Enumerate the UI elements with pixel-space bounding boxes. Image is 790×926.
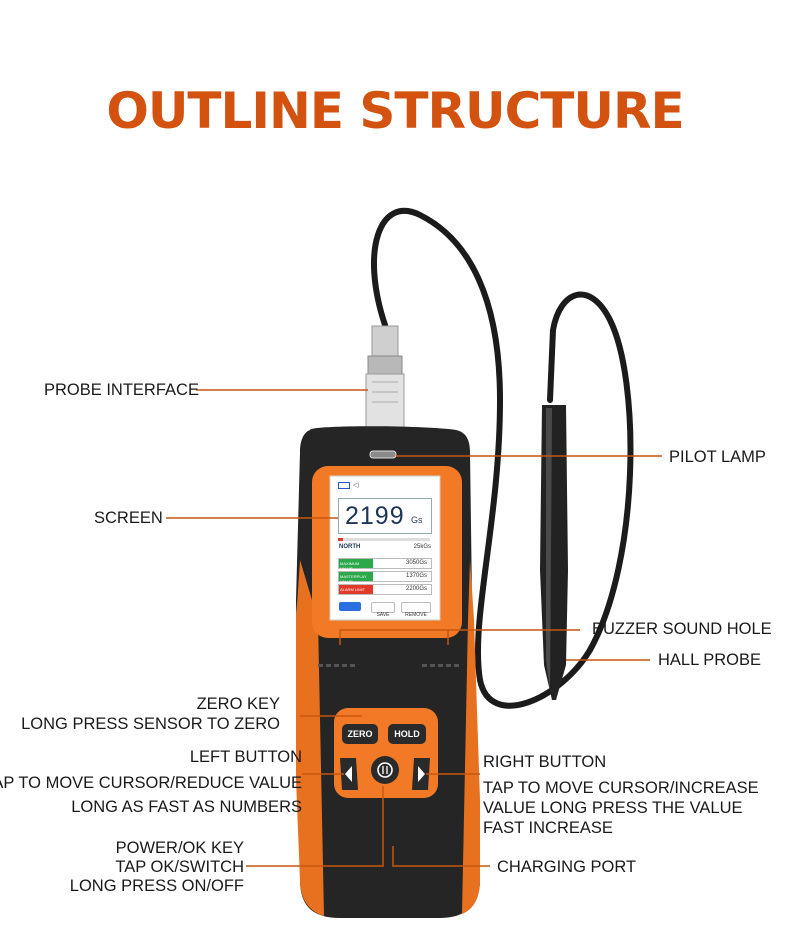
progress-bar: [338, 538, 430, 541]
screen-row: MAXIMUM VALUE 3050Gs: [338, 558, 432, 571]
label-charging-port: CHARGING PORT: [497, 858, 637, 876]
label-left-desc-1: TAP TO MOVE CURSOR/REDUCE VALUE: [0, 774, 302, 792]
hold-key: [388, 724, 426, 744]
probe-cable: [371, 207, 634, 709]
buzzer-sound-hole: [318, 664, 459, 667]
zero-key: [342, 724, 378, 744]
label-hall-probe: HALL PROBE: [658, 651, 762, 669]
reading-unit: Gs: [411, 515, 423, 525]
label-right-desc-2: VALUE LONG PRESS THE VALUE: [483, 799, 743, 817]
remove-softkey[interactable]: REMOVE: [401, 602, 431, 618]
power-icon: [371, 756, 399, 784]
label-screen: SCREEN: [94, 509, 163, 527]
save-softkey[interactable]: SAVE: [371, 602, 395, 618]
hold-key-label[interactable]: HOLD: [394, 729, 420, 739]
callout-lines: [166, 389, 662, 867]
label-zero-key-desc: LONG PRESS SENSOR TO ZERO: [21, 715, 280, 733]
hall-probe: [540, 405, 568, 700]
back-softkey[interactable]: BACK: [339, 602, 361, 617]
label-power-desc-2: LONG PRESS ON/OFF: [69, 877, 244, 895]
screen-row: ALARM LIMIT 2200Gs: [338, 584, 432, 595]
progress-fill: [338, 538, 343, 541]
label-right-desc-1: TAP TO MOVE CURSOR/INCREASE: [483, 779, 759, 797]
label-right-desc-3: FAST INCREASE: [483, 819, 613, 837]
label-pilot-lamp: PILOT LAMP: [669, 448, 766, 466]
speaker-icon: ◁: [353, 482, 359, 489]
label-right-button: RIGHT BUTTON: [483, 753, 607, 771]
label-buzzer: BUZZER SOUND HOLE: [592, 620, 772, 638]
label-left-button: LEFT BUTTON: [189, 748, 302, 766]
device-screen: ◁ 2199 Gs NORTH 25kGs MAXIMUM VALUE 3050…: [333, 478, 437, 618]
probe-interface-connector: [365, 325, 405, 429]
polarity-label: NORTH: [339, 544, 361, 550]
label-zero-key: ZERO KEY: [196, 695, 280, 713]
page-title: OUTLINE STRUCTURE: [106, 82, 684, 140]
battery-icon: [338, 482, 350, 489]
label-power-key: POWER/OK KEY: [115, 839, 244, 857]
range-label: 25kGs: [413, 544, 431, 550]
pilot-lamp: [369, 450, 397, 459]
label-probe-interface: PROBE INTERFACE: [44, 381, 199, 399]
screen-row: MASTERPLAY VALUE 1370Gs: [338, 571, 432, 584]
label-left-desc-2: LONG AS FAST AS NUMBERS: [71, 798, 302, 816]
reading-box: 2199 Gs: [338, 498, 432, 534]
zero-key-label[interactable]: ZERO: [347, 729, 373, 739]
reading-value: 2199: [345, 502, 405, 530]
label-power-desc-1: TAP OK/SWITCH: [115, 858, 244, 876]
